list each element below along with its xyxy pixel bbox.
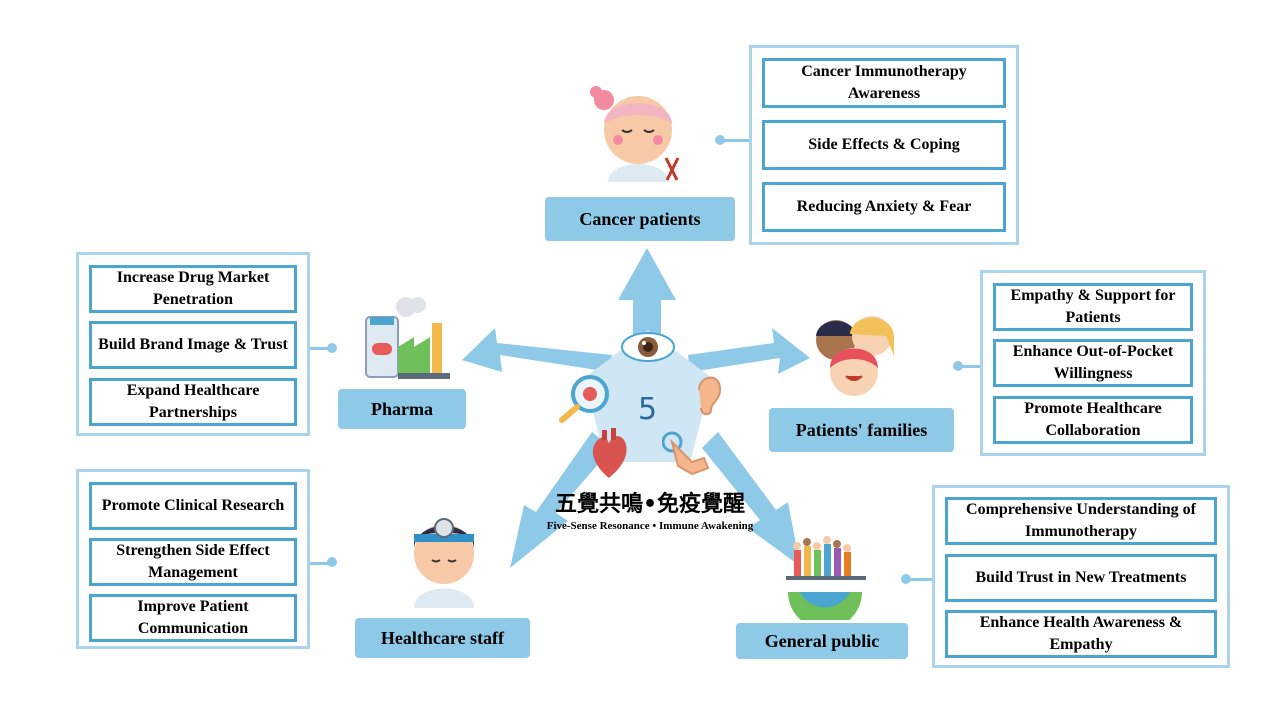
factory-icon xyxy=(365,297,450,379)
magnifier-eye-icon xyxy=(559,375,609,423)
connector-cancer-patients xyxy=(720,139,752,142)
panel-pharma: Increase Drug Market Penetration Build B… xyxy=(76,252,310,436)
item-enhance-health-awareness-empathy: Enhance Health Awareness & Empathy xyxy=(945,610,1217,658)
item-enhance-out-of-pocket-willingness: Enhance Out-of-Pocket Willingness xyxy=(993,339,1193,387)
label-patients-families: Patients' families xyxy=(769,408,954,452)
item-build-brand-image-trust: Build Brand Image & Trust xyxy=(89,321,297,369)
item-expand-healthcare-partnerships: Expand Healthcare Partnerships xyxy=(89,378,297,426)
connector-patients-families xyxy=(958,365,982,368)
item-comprehensive-understanding-immunotherapy: Comprehensive Understanding of Immunothe… xyxy=(945,497,1217,545)
connector-dot-patients-families xyxy=(953,361,963,371)
arrow-left xyxy=(462,328,612,372)
panel-healthcare-staff: Promote Clinical Research Strengthen Sid… xyxy=(76,469,310,649)
family-icon xyxy=(816,316,894,396)
doctor-icon xyxy=(414,518,474,608)
connector-dot-pharma xyxy=(327,343,337,353)
item-promote-healthcare-collaboration: Promote Healthcare Collaboration xyxy=(993,396,1193,444)
center-number: 5 xyxy=(638,392,658,427)
center-title-en: Five-Sense Resonance • Immune Awakening xyxy=(546,520,754,532)
label-cancer-patients: Cancer patients xyxy=(545,197,735,241)
item-reducing-anxiety-fear: Reducing Anxiety & Fear xyxy=(762,182,1006,232)
connector-dot-cancer-patients xyxy=(715,135,725,145)
item-strengthen-side-effect-management: Strengthen Side Effect Management xyxy=(89,538,297,586)
item-side-effects-coping: Side Effects & Coping xyxy=(762,120,1006,170)
item-build-trust-new-treatments: Build Trust in New Treatments xyxy=(945,554,1217,602)
arrow-right xyxy=(688,328,810,374)
panel-patients-families: Empathy & Support for Patients Enhance O… xyxy=(980,270,1206,456)
item-promote-clinical-research: Promote Clinical Research xyxy=(89,482,297,530)
item-increase-drug-market-penetration: Increase Drug Market Penetration xyxy=(89,265,297,313)
arrow-up xyxy=(618,248,676,370)
label-healthcare-staff: Healthcare staff xyxy=(355,618,530,658)
hand-icon xyxy=(662,431,710,476)
connector-dot-general-public xyxy=(901,574,911,584)
item-improve-patient-communication: Improve Patient Communication xyxy=(89,594,297,642)
patient-icon xyxy=(590,86,680,182)
item-cancer-immunotherapy-awareness: Cancer Immunotherapy Awareness xyxy=(762,58,1006,108)
connector-general-public xyxy=(908,578,934,581)
connector-pharma xyxy=(308,347,336,350)
panel-general-public: Comprehensive Understanding of Immunothe… xyxy=(932,485,1230,668)
heart-icon xyxy=(592,428,627,478)
connector-healthcare-staff xyxy=(308,562,334,565)
panel-cancer-patients: Cancer Immunotherapy Awareness Side Effe… xyxy=(749,45,1019,245)
center-title-cn: 五覺共鳴•免疫覺醒 xyxy=(554,492,746,517)
label-general-public: General public xyxy=(736,623,908,659)
item-empathy-support-patients: Empathy & Support for Patients xyxy=(993,283,1193,331)
connector-dot-healthcare-staff xyxy=(327,557,337,567)
arrow-down-right xyxy=(702,432,800,566)
label-pharma: Pharma xyxy=(338,389,466,429)
ear-icon xyxy=(698,376,722,416)
arrow-down-left xyxy=(510,432,612,568)
eye-icon xyxy=(621,332,675,362)
crowd-globe-icon xyxy=(786,536,866,620)
